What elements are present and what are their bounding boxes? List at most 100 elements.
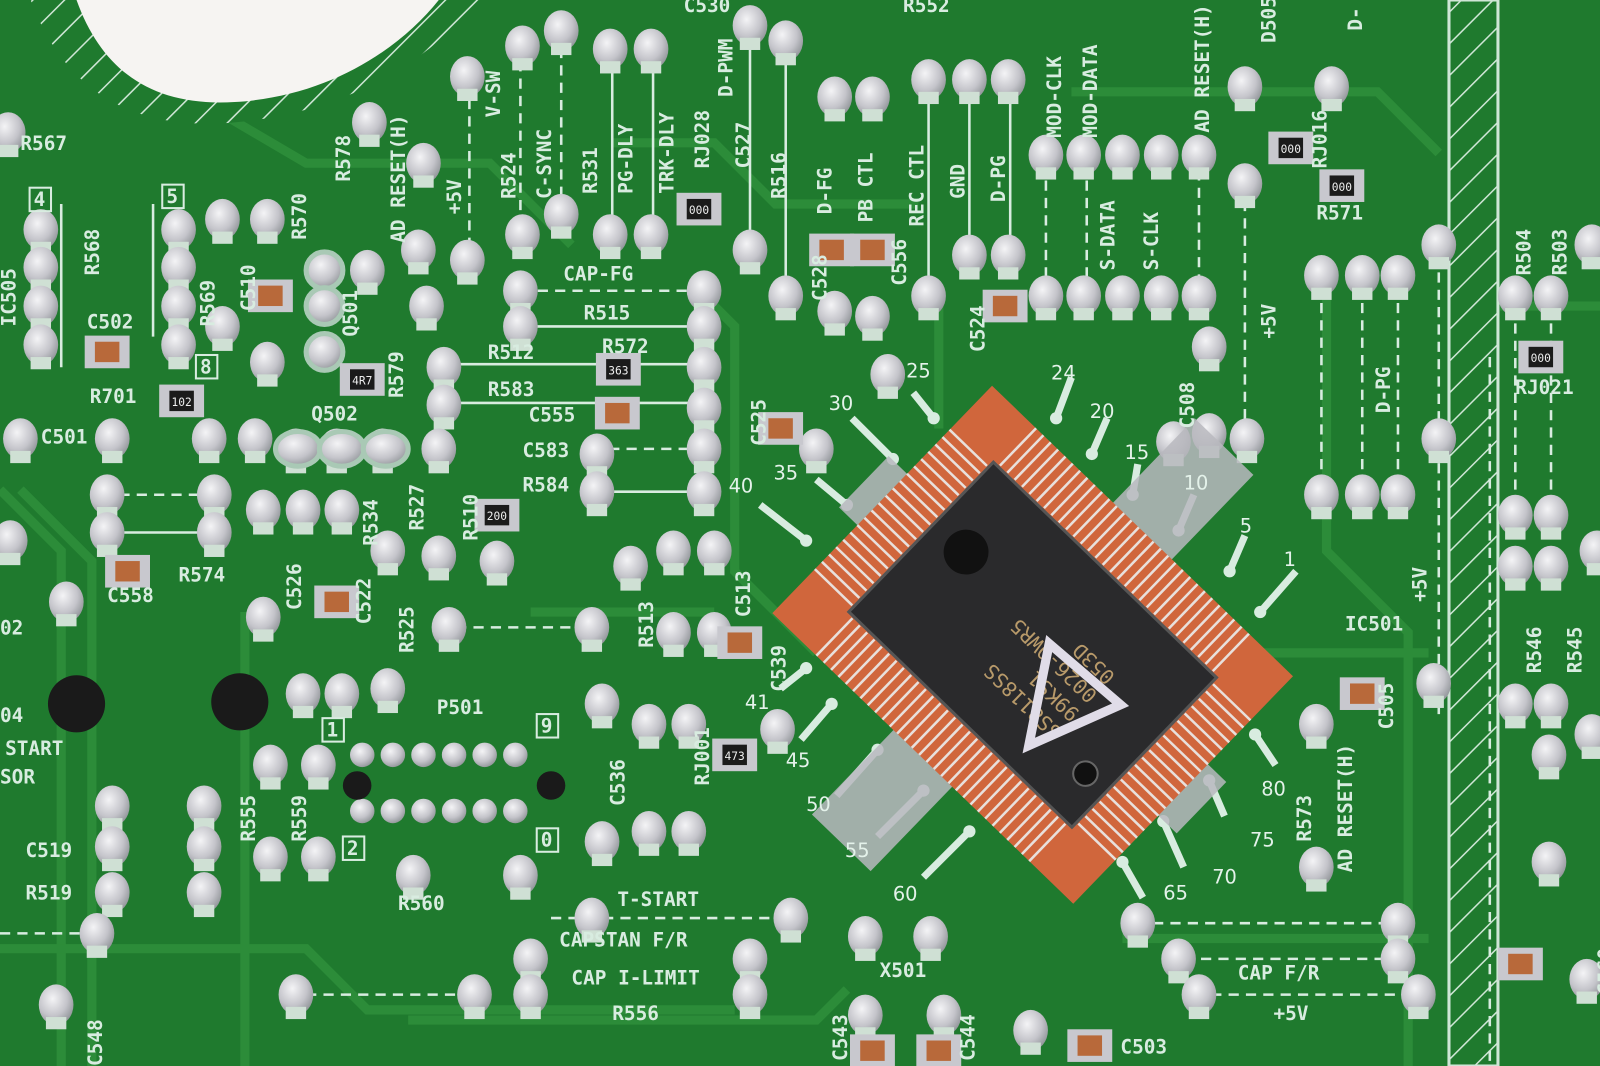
solder-pad (1344, 255, 1380, 296)
smd-capacitor (594, 396, 640, 430)
smd-capacitor (314, 585, 360, 619)
silkscreen-label: R525 (395, 606, 418, 653)
solder-pad (395, 854, 431, 896)
pad-land (331, 705, 353, 719)
silkscreen-label: R534 (360, 499, 383, 546)
solder-pad (1227, 163, 1263, 205)
smd-capacitor (247, 279, 293, 313)
smd-resistor: 363 (595, 352, 641, 386)
silkscreen-label: C505 (1375, 683, 1398, 730)
pin-index-box (535, 827, 560, 853)
glue-blob (536, 771, 566, 800)
smd-resistor: 473 (712, 738, 758, 772)
chalk-check-mark (1022, 634, 1130, 754)
silkscreen-label: D- (1344, 7, 1367, 30)
pad-land (600, 61, 621, 74)
solder-pad (1028, 275, 1064, 317)
pad-land (377, 700, 398, 714)
solder-pad (732, 938, 768, 980)
pin-index-box (28, 186, 53, 213)
solder-pad (1229, 418, 1265, 460)
solder-pad (38, 984, 74, 1026)
pin-number-label: 10 (1184, 472, 1209, 495)
pad-land (260, 777, 281, 790)
solder-pad (847, 994, 883, 1036)
silkscreen-label: CAP I-LIMIT (571, 966, 699, 989)
pad-land (253, 629, 274, 642)
solder-pad (245, 489, 281, 531)
solder-pad (48, 581, 84, 623)
pad-land (1428, 450, 1449, 464)
silkscreen-label: +5V (443, 179, 466, 214)
smd-code: 363 (608, 364, 628, 377)
silkscreen-label: Q502 (311, 402, 358, 425)
silkscreen-label: RJ001 (691, 727, 714, 785)
pad-land (510, 338, 531, 351)
solder-pad (350, 249, 385, 291)
qfp-chip: SS8118SS 99KS1 0026-0WR5 053D (772, 385, 1293, 904)
silkscreen-label: 4 (34, 188, 46, 211)
pad-land (1236, 450, 1258, 464)
pad-land (640, 246, 662, 260)
pad-land (1505, 527, 1526, 540)
pad-land (1035, 308, 1057, 321)
pad-land (428, 568, 449, 581)
pad-land (1387, 971, 1409, 984)
silkscreen-label: R510 (460, 494, 483, 541)
smd-resistor: 200 (474, 498, 520, 532)
solder-pad (324, 489, 360, 531)
solder-pad (94, 872, 130, 913)
pad-land (1306, 736, 1327, 749)
pad-land (581, 639, 603, 652)
pad-land (663, 563, 684, 576)
pad-land (1188, 1006, 1210, 1020)
pad-land (918, 308, 939, 321)
pad-land (959, 91, 980, 105)
silkscreen-label: C510 (237, 264, 260, 311)
solder-pad (574, 606, 610, 648)
pin-arrow-icon (1257, 568, 1299, 615)
silkscreen-label: PB CTL (854, 152, 877, 222)
pad-land (30, 357, 52, 370)
solder-pad (285, 673, 321, 715)
solder-pad (1533, 683, 1569, 725)
connector-p501-pin (503, 742, 528, 768)
solder-pad (686, 387, 722, 429)
smd-capacitor (850, 233, 895, 267)
pad-land (704, 563, 725, 576)
connector-p501-pin (350, 798, 375, 824)
smd-code: 102 (171, 396, 191, 409)
mold-mark (1072, 760, 1099, 787)
solder-pad (253, 744, 288, 786)
solder-pad (990, 234, 1026, 276)
solder-pad (1298, 703, 1334, 745)
silkscreen-label: C558 (107, 584, 154, 607)
solder-pad (1380, 474, 1416, 516)
solder-pad (23, 209, 59, 250)
solder-pad (732, 974, 768, 1015)
solder-pad (237, 418, 273, 460)
solder-pad (1401, 974, 1436, 1015)
solder-pad (1497, 683, 1533, 725)
solder-pad (1574, 224, 1600, 266)
smd-capacitor (1067, 1029, 1113, 1062)
solder-pad (543, 10, 579, 52)
solder-pad (301, 836, 336, 878)
pad-land (1321, 98, 1342, 112)
pad-land (739, 1006, 761, 1020)
smd-capacitor (84, 335, 130, 369)
pad-land (1234, 98, 1256, 112)
pad-land (693, 503, 715, 517)
silkscreen-lines (0, 30, 1553, 1066)
solder-pad (817, 290, 853, 332)
pad-land (1540, 578, 1562, 591)
smd-capacitor (758, 412, 804, 445)
silkscreen-label: +5V (1258, 303, 1281, 338)
silkscreen-label: C530 (684, 0, 731, 17)
solder-pad (768, 20, 804, 62)
pad-land (357, 282, 378, 295)
pad-land (10, 450, 31, 464)
pad-land (997, 91, 1019, 105)
solder-pad (686, 346, 722, 388)
pad-land (512, 246, 533, 260)
